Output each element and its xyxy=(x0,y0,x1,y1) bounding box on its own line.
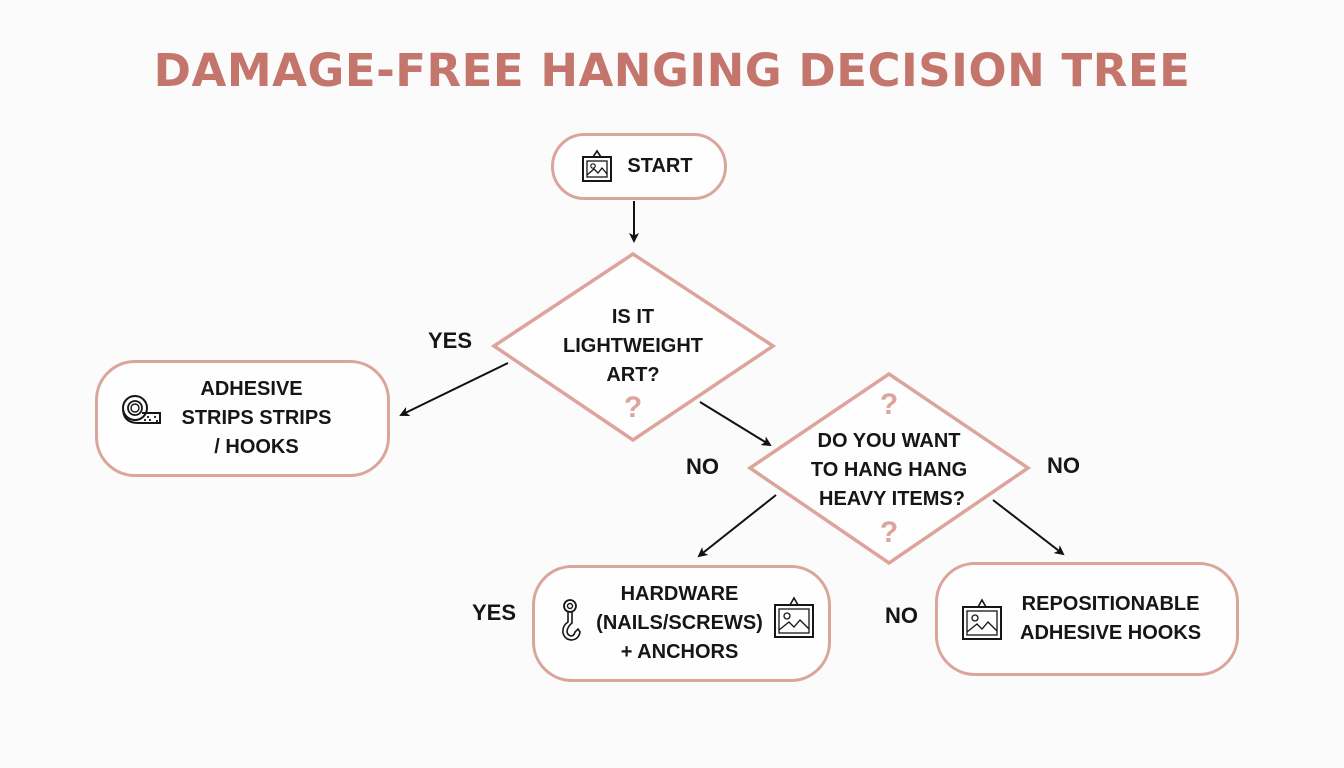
decision-diamond-lightweight xyxy=(490,251,777,443)
decision-heavy-text: DO YOU WANT TO HANG HANG HEAVY ITEMS? xyxy=(810,430,968,510)
branch-label-no: NO xyxy=(686,454,719,479)
branch-label-yes-hardware: YES xyxy=(472,600,517,625)
decision-lightweight-text: IS IT LIGHTWEIGHT ART? xyxy=(563,306,703,386)
adhesive-strips-node: ADHESIVE STRIPS STRIPS / HOOKS xyxy=(95,360,390,477)
repositionable-text: REPOSITIONABLE ADHESIVE HOOKS xyxy=(1020,593,1202,644)
start-node: START xyxy=(551,133,727,200)
question-mark-icon-top: ? xyxy=(879,388,899,421)
tape-roll-icon xyxy=(122,395,161,424)
branch-label-no-repositionable: NO xyxy=(885,603,918,628)
hardware-node: HARDWARE (NAILS/SCREWS) + ANCHORS xyxy=(532,565,831,682)
start-label: START xyxy=(627,155,693,177)
diagram-title: DAMAGE-FREE HANGING DECISION TREE xyxy=(153,44,1191,97)
decision-diamond-heavy xyxy=(746,371,1032,566)
repositionable-node: REPOSITIONABLE ADHESIVE HOOKS xyxy=(935,562,1239,676)
framed-picture-icon xyxy=(582,149,612,182)
branch-label-yes: YES xyxy=(428,328,473,353)
arrow-to-repositionable xyxy=(992,499,1065,556)
arrow-to-hardware xyxy=(697,494,777,558)
arrow-no-to-heavy-decision xyxy=(699,401,772,447)
adhesive-strips-text: ADHESIVE STRIPS STRIPS / HOOKS xyxy=(181,378,332,458)
hook-icon xyxy=(562,599,581,641)
hardware-text: HARDWARE (NAILS/SCREWS) + ANCHORS xyxy=(596,583,763,663)
question-mark-icon: ? xyxy=(623,391,643,424)
framed-picture-icon xyxy=(962,598,1002,640)
arrow-yes-to-adhesive xyxy=(399,362,509,417)
branch-label-no-right: NO xyxy=(1047,453,1080,478)
question-mark-icon-bottom: ? xyxy=(879,516,899,549)
framed-picture-icon-right xyxy=(774,596,814,638)
